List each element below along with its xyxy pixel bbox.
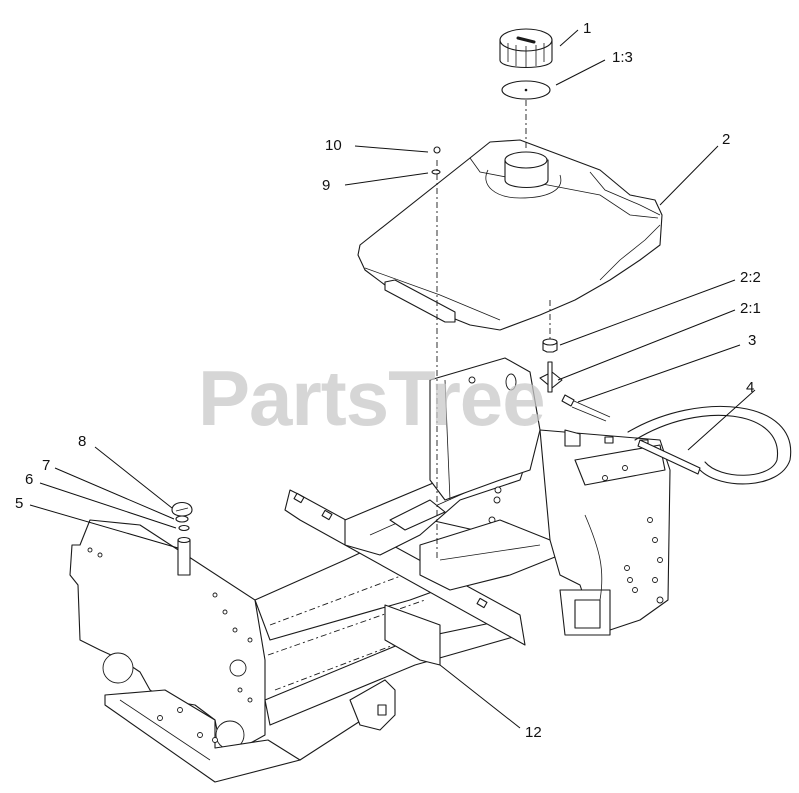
fuel-fittings	[539, 338, 611, 447]
callout-9: 9	[322, 177, 330, 194]
callout-8: 8	[78, 433, 86, 450]
callout-7: 7	[42, 457, 50, 474]
callout-5: 5	[15, 495, 23, 512]
callout-6: 6	[25, 471, 33, 488]
left-plate-holes	[87, 547, 253, 703]
callout-1-3: 1:3	[612, 49, 633, 66]
callout-3: 3	[748, 332, 756, 349]
right-plate-holes	[602, 465, 664, 604]
cap-gasket	[501, 80, 551, 100]
callout-1: 1	[583, 20, 591, 37]
callout-10: 10	[325, 137, 342, 154]
watermark-text: PartsTree	[198, 354, 545, 442]
callout-12: 12	[525, 724, 542, 741]
frame-assembly	[69, 357, 671, 783]
callout-4: 4	[746, 379, 754, 396]
pivot-post	[171, 501, 193, 576]
leader-lines	[29, 29, 756, 729]
tank-hardware	[431, 100, 551, 560]
fuel-hose	[627, 406, 792, 485]
fuel-cap	[499, 28, 553, 68]
callout-labels: 1 1:3 2 10 9 2:2 2:1 3 4 8 7 6 5 12	[15, 20, 761, 741]
callout-2-2: 2:2	[740, 269, 761, 286]
fuel-tank	[357, 139, 663, 331]
callout-2: 2	[722, 131, 730, 148]
callout-2-1: 2:1	[740, 300, 761, 317]
